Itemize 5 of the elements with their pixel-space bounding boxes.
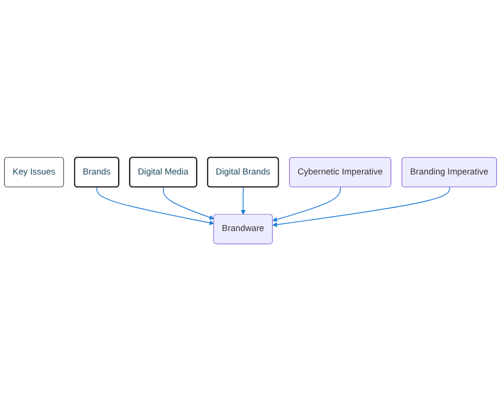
arrow (96, 186, 214, 226)
arrow (240, 186, 246, 215)
arrow (272, 186, 450, 227)
arrow (272, 186, 341, 222)
arrow (162, 186, 214, 220)
